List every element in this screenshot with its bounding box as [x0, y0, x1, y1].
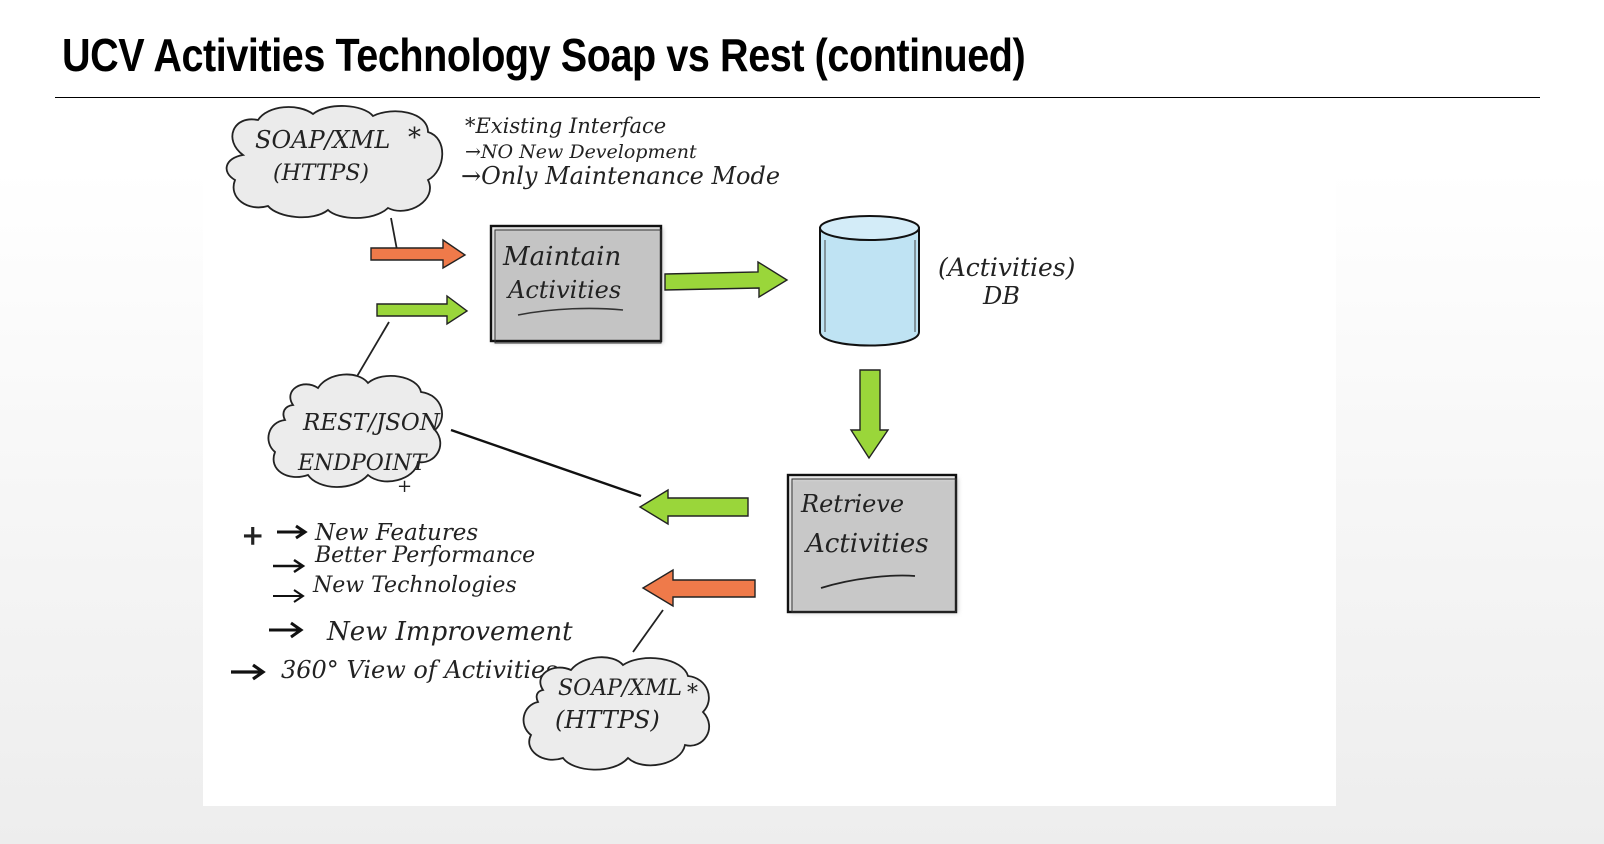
retrieve-activities-box: Retrieve Activities — [786, 473, 958, 614]
rest-label-1: REST/JSON — [302, 410, 441, 436]
green-arrow-down-to-retrieve — [849, 369, 890, 460]
soap-notes: *Existing Interface →NO New Development … — [461, 114, 780, 190]
connector-soap-bottom — [632, 609, 664, 653]
soap-note-existing: *Existing Interface — [465, 114, 666, 138]
maintain-label-1: Maintain — [502, 242, 621, 272]
rest-note-improvement: New Improvement — [326, 617, 573, 647]
rest-notes: + New Features Better Performance New Te… — [231, 519, 573, 684]
soap-note-maintenance: →Only Maintenance Mode — [461, 162, 780, 190]
db-label-2: DB — [982, 282, 1020, 310]
connector-rest-to-retrieve-arrow — [450, 428, 642, 498]
green-arrow-to-db — [664, 260, 789, 299]
soap-note-no-new-dev: →NO New Development — [465, 141, 697, 163]
soap-top-marker: * — [408, 123, 421, 153]
soap-cloud-top: SOAP/XML * (HTTPS) — [225, 105, 444, 219]
rest-label-2: ENDPOINT — [297, 451, 429, 476]
rest-notes-marker: + — [241, 519, 264, 552]
orange-arrow-from-retrieve — [641, 568, 756, 608]
soap-bottom-marker: * — [687, 681, 698, 706]
cloud-outline — [522, 656, 710, 771]
rest-marker: + — [397, 476, 412, 497]
soap-cloud-bottom: SOAP/XML * (HTTPS) — [522, 656, 710, 771]
connector-soap-top — [390, 217, 398, 251]
soap-top-protocol: (HTTPS) — [273, 161, 369, 186]
slide-title: UCV Activities Technology Soap vs Rest (… — [62, 29, 1026, 81]
maintain-activities-box: Maintain Activities — [489, 224, 663, 344]
green-arrow-from-retrieve — [638, 488, 749, 526]
retrieve-label-2: Activities — [804, 529, 929, 559]
orange-arrow-into-maintain — [370, 238, 467, 270]
maintain-label-2: Activities — [506, 276, 621, 304]
green-arrow-into-maintain — [376, 294, 469, 326]
db-label-1: (Activities) — [938, 253, 1075, 282]
cloud-outline — [225, 105, 444, 219]
rest-note-performance: Better Performance — [314, 543, 535, 568]
soap-bottom-label: SOAP/XML — [558, 676, 682, 701]
retrieve-label-1: Retrieve — [800, 490, 904, 518]
rest-note-features: New Features — [314, 520, 478, 546]
rest-note-360-view: 360° View of Activities — [281, 656, 558, 684]
sketch-canvas: SOAP/XML * (HTTPS) *Existing Interface →… — [203, 100, 1336, 806]
soap-bottom-protocol: (HTTPS) — [555, 706, 660, 734]
soap-top-label: SOAP/XML — [255, 126, 390, 154]
activities-db-cylinder — [819, 215, 920, 347]
cloud-outline — [267, 373, 443, 488]
rest-note-technologies: New Technologies — [312, 573, 517, 598]
rest-json-cloud: REST/JSON ENDPOINT + — [267, 373, 443, 497]
title-divider — [55, 97, 1540, 98]
diagram-svg: SOAP/XML * (HTTPS) *Existing Interface →… — [225, 105, 1075, 771]
